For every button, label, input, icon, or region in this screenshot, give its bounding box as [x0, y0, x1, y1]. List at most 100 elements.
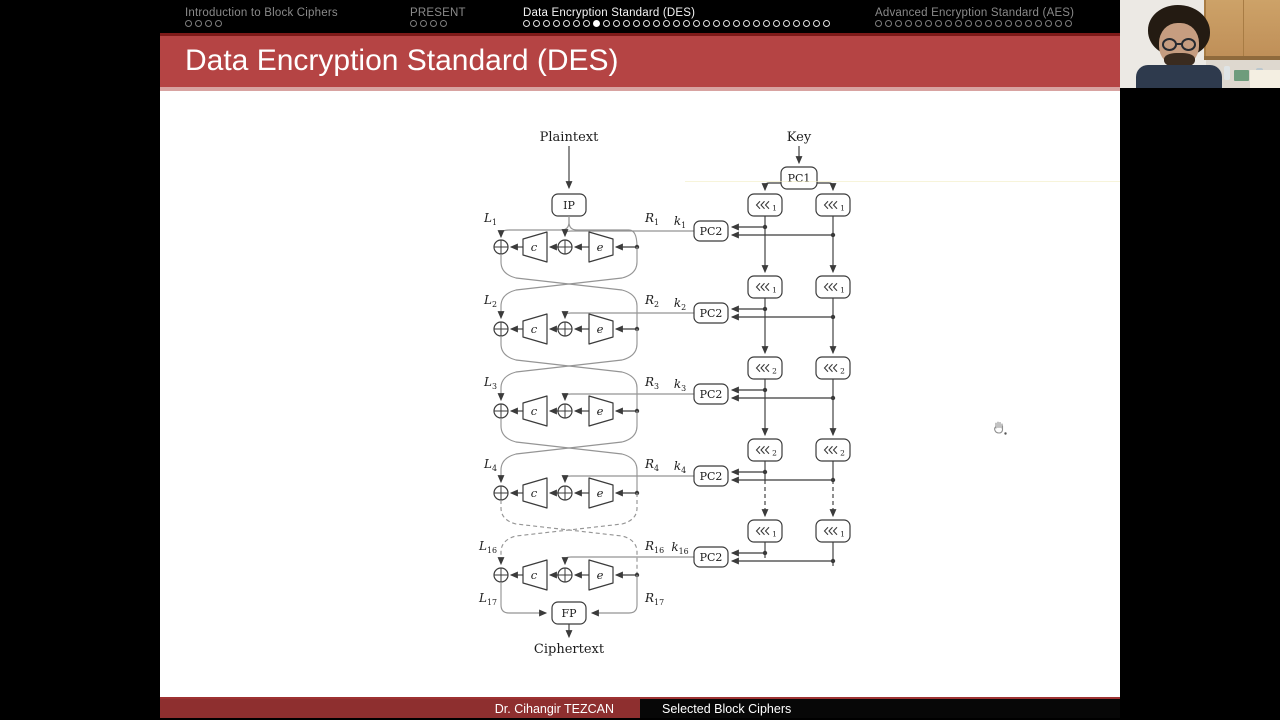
slide-dot[interactable]	[803, 20, 810, 27]
slide-dot[interactable]	[773, 20, 780, 27]
slide-dot[interactable]	[613, 20, 620, 27]
slide-dot[interactable]	[783, 20, 790, 27]
xor-node	[557, 239, 573, 255]
ip-box: IP	[551, 193, 587, 217]
nav-section-present[interactable]: PRESENT	[410, 3, 466, 27]
slide-dot[interactable]	[663, 20, 670, 27]
slide-dot[interactable]	[593, 20, 600, 27]
expansion-trapezoid: e	[588, 477, 614, 509]
slide-dot[interactable]	[763, 20, 770, 27]
slide-dot[interactable]	[723, 20, 730, 27]
hand-cursor	[994, 421, 1007, 435]
nav-section-label[interactable]: Introduction to Block Ciphers	[185, 7, 338, 19]
svg-text:1: 1	[772, 530, 777, 539]
slide-dot[interactable]	[195, 20, 202, 27]
slide-dot[interactable]	[623, 20, 630, 27]
xor-node	[493, 485, 509, 501]
svg-text:IP: IP	[563, 199, 575, 212]
slide-dot[interactable]	[905, 20, 912, 27]
slide-dot[interactable]	[215, 20, 222, 27]
svg-text:k2: k2	[674, 296, 686, 312]
svg-text:c: c	[531, 568, 538, 582]
expansion-trapezoid: e	[588, 559, 614, 591]
slide-dot[interactable]	[563, 20, 570, 27]
presenter-beard	[1164, 53, 1195, 68]
expansion-trapezoid: e	[588, 231, 614, 263]
slide-dot[interactable]	[915, 20, 922, 27]
slide-dot[interactable]	[1035, 20, 1042, 27]
svg-text:PC2: PC2	[700, 551, 723, 564]
slide-dot[interactable]	[1015, 20, 1022, 27]
svg-text:Plaintext: Plaintext	[540, 130, 599, 145]
sbox-trapezoid: c	[522, 477, 548, 509]
pc2-box-4: PC2	[693, 465, 729, 487]
svg-text:1: 1	[772, 286, 777, 295]
slide-dot[interactable]	[945, 20, 952, 27]
nav-section-aes[interactable]: Advanced Encryption Standard (AES)	[875, 3, 1075, 27]
slide-dot[interactable]	[420, 20, 427, 27]
slide-dot[interactable]	[440, 20, 447, 27]
slide-dot[interactable]	[793, 20, 800, 27]
slide-dot[interactable]	[693, 20, 700, 27]
nav-section-des[interactable]: Data Encryption Standard (DES)	[523, 3, 830, 27]
svg-text:L1: L1	[483, 211, 497, 227]
nav-section-label[interactable]: Advanced Encryption Standard (AES)	[875, 7, 1075, 19]
slide-dot[interactable]	[743, 20, 750, 27]
slide-dot[interactable]	[1005, 20, 1012, 27]
slide-dot[interactable]	[955, 20, 962, 27]
slide-dot[interactable]	[583, 20, 590, 27]
slide-dot[interactable]	[573, 20, 580, 27]
slide-dot[interactable]	[1055, 20, 1062, 27]
slide-dot[interactable]	[733, 20, 740, 27]
slide-dot[interactable]	[935, 20, 942, 27]
svg-text:e: e	[597, 322, 604, 336]
slide-dot[interactable]	[543, 20, 550, 27]
slide-dot[interactable]	[965, 20, 972, 27]
svg-text:1: 1	[840, 530, 845, 539]
slide-dot[interactable]	[823, 20, 830, 27]
svg-text:e: e	[597, 568, 604, 582]
xor-node	[493, 321, 509, 337]
expansion-trapezoid: e	[588, 395, 614, 427]
svg-text:k16: k16	[671, 540, 688, 556]
nav-section-label[interactable]: Data Encryption Standard (DES)	[523, 7, 696, 19]
slide-dot[interactable]	[1045, 20, 1052, 27]
slide-dot[interactable]	[430, 20, 437, 27]
slide-dot[interactable]	[533, 20, 540, 27]
slide-dot[interactable]	[985, 20, 992, 27]
slide-dot[interactable]	[633, 20, 640, 27]
slide-dot[interactable]	[703, 20, 710, 27]
pc2-box-16: PC2	[693, 546, 729, 568]
slide-dot[interactable]	[875, 20, 882, 27]
slide-dot[interactable]	[205, 20, 212, 27]
slide-dot[interactable]	[523, 20, 530, 27]
slide-dot[interactable]	[713, 20, 720, 27]
slide-dot[interactable]	[895, 20, 902, 27]
slide-dot[interactable]	[643, 20, 650, 27]
slide-dot[interactable]	[410, 20, 417, 27]
nav-section-intro[interactable]: Introduction to Block Ciphers	[185, 3, 338, 27]
slide-dot[interactable]	[753, 20, 760, 27]
slide-dot[interactable]	[553, 20, 560, 27]
svg-text:L16: L16	[478, 539, 497, 555]
slide-dot[interactable]	[603, 20, 610, 27]
slide-dot[interactable]	[813, 20, 820, 27]
slide-dot[interactable]	[185, 20, 192, 27]
slide-dot[interactable]	[1065, 20, 1072, 27]
slide-dot[interactable]	[925, 20, 932, 27]
slide-dot[interactable]	[673, 20, 680, 27]
slide-dot[interactable]	[995, 20, 1002, 27]
slide-dot[interactable]	[683, 20, 690, 27]
slide-dot[interactable]	[1025, 20, 1032, 27]
nav-section-label[interactable]: PRESENT	[410, 7, 466, 19]
slide-dot[interactable]	[653, 20, 660, 27]
slide-dot[interactable]	[975, 20, 982, 27]
lshift-right-4: 2	[815, 438, 851, 462]
slide-dot[interactable]	[885, 20, 892, 27]
sbox-trapezoid: c	[522, 231, 548, 263]
